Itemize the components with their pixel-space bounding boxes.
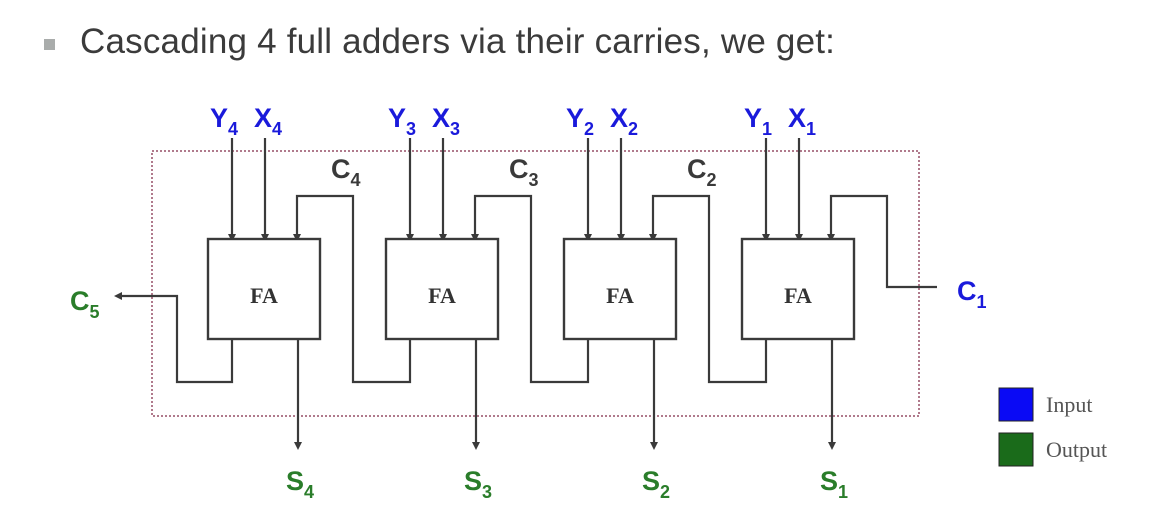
legend-label-output: Output	[1046, 437, 1107, 462]
full-adder-box	[562, 237, 678, 341]
carry-label-c2: C2	[687, 154, 717, 190]
full-adder-label: FA	[606, 283, 634, 308]
input-label-y: Y4	[210, 103, 238, 139]
carry-in-label-c1: C1	[957, 276, 987, 312]
sum-label-s2: S2	[642, 466, 670, 502]
carry-out-label-c5: C5	[70, 286, 100, 322]
full-adder-box	[384, 237, 500, 341]
legend-swatch-output	[998, 432, 1034, 467]
full-adder-box	[740, 237, 856, 341]
input-label-y: Y1	[744, 103, 772, 139]
input-label-x: X4	[254, 103, 282, 139]
input-label-x: X2	[610, 103, 638, 139]
full-adder-fa1: FA	[740, 237, 856, 341]
full-adder-fa4: FA	[206, 237, 322, 341]
full-adder-fa3: FA	[384, 237, 500, 341]
input-label-x: X3	[432, 103, 460, 139]
full-adder-label: FA	[784, 283, 812, 308]
carry-wire-C2	[649, 194, 768, 384]
full-adder-fa2: FA	[562, 237, 678, 341]
legend-label-input: Input	[1046, 392, 1092, 417]
carry-in-wire-c1	[827, 194, 937, 289]
legend-swatch-input	[998, 387, 1034, 422]
slide-heading: Cascading 4 full adders via their carrie…	[80, 22, 836, 61]
full-adder-label: FA	[250, 283, 278, 308]
carry-wire-C4	[293, 194, 412, 384]
carry-out-wire-c5	[114, 292, 234, 384]
input-label-y: Y2	[566, 103, 594, 139]
sum-label-s4: S4	[286, 466, 314, 502]
carry-wire-C3	[471, 194, 590, 384]
carry-label-c3: C3	[509, 154, 539, 190]
input-label-x: X1	[788, 103, 816, 139]
sum-label-s3: S3	[464, 466, 492, 502]
sum-label-s1: S1	[820, 466, 848, 502]
full-adder-label: FA	[428, 283, 456, 308]
heading-line: Cascading 4 full adders via their carrie…	[44, 22, 835, 62]
carry-label-c4: C4	[331, 154, 361, 190]
square-bullet-icon	[44, 38, 55, 50]
full-adder-box	[206, 237, 322, 341]
input-label-y: Y3	[388, 103, 416, 139]
